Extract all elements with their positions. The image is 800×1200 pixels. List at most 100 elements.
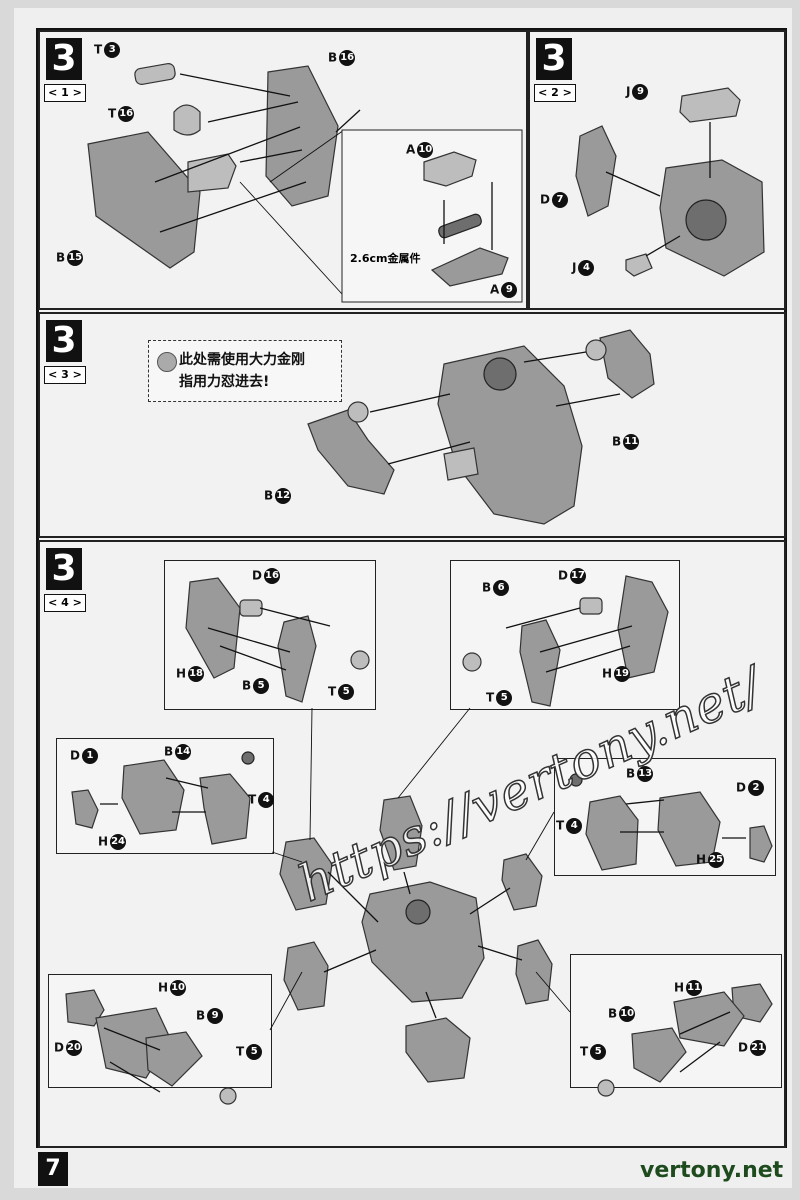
arrow [369, 393, 451, 413]
step-number: 3 [46, 320, 82, 362]
part-t5-ball [350, 650, 370, 670]
metal-pin [438, 213, 482, 239]
step-sub-number: < 2 > [534, 84, 576, 102]
arrow [477, 945, 523, 961]
part-b12 [307, 409, 395, 495]
arrow [425, 991, 437, 1019]
part-t4b-ball [569, 773, 583, 787]
part-main-torso [437, 345, 583, 525]
metal-part-note: 2.6cm金属件 [350, 252, 421, 265]
guide-line [271, 851, 303, 863]
part-b13 [585, 795, 639, 871]
part-center-torso [361, 881, 485, 1003]
arrow [555, 393, 621, 407]
arrow [403, 871, 411, 895]
part-b15-frame [87, 131, 201, 269]
tip-line-2: 指用力怼进去! [179, 374, 270, 390]
guide-line [397, 707, 471, 799]
step-3-3-diagram [307, 329, 655, 525]
step-badge: 3 < 3 > [44, 320, 88, 384]
tip-text: 此处需使用大力金刚 指用力怼进去! [179, 349, 305, 393]
tip-line-1: 此处需使用大力金刚 [179, 352, 305, 368]
part-d17 [579, 597, 603, 615]
part-h11 [673, 991, 745, 1047]
arrow [469, 887, 511, 915]
arrow [605, 171, 661, 197]
arrow [545, 645, 631, 673]
part-b10 [631, 1027, 687, 1083]
arrow [109, 1061, 161, 1093]
part-center-joint [187, 153, 237, 193]
part-b9 [145, 1031, 203, 1087]
part-t3-peg [134, 62, 176, 86]
part-torso-socket [483, 357, 517, 391]
arrow [679, 1011, 731, 1035]
detail-box-bottom-right [570, 954, 782, 1088]
part-d1 [71, 789, 99, 829]
part-t5b-ball [462, 652, 482, 672]
part-b16-frame [265, 65, 339, 207]
part-t4-ball [241, 751, 255, 765]
step-sub-number: < 1 > [44, 84, 86, 102]
arrow [387, 441, 471, 465]
part-d7 [575, 125, 617, 217]
arrow [207, 101, 299, 123]
part-a10 [423, 151, 477, 187]
arrow [179, 73, 291, 97]
step-badge: 3 < 2 > [534, 38, 578, 102]
step-number: 3 [46, 38, 82, 80]
arrow [207, 627, 291, 653]
step-number: 3 [536, 38, 572, 80]
part-t16-collar [173, 104, 201, 136]
hand-press-icon [157, 352, 177, 372]
guide-line [309, 707, 313, 841]
guide-line [269, 971, 303, 1031]
arrow [219, 645, 287, 671]
part-top-shoulder [379, 795, 423, 871]
part-b11-ball [585, 339, 607, 361]
part-h19 [617, 575, 669, 679]
part-j9 [679, 87, 741, 123]
arrow [165, 777, 209, 789]
arrow [327, 871, 379, 923]
arrow [523, 351, 587, 363]
step-3-4-panel: 3 < 4 > [38, 540, 786, 1148]
part-center-socket [405, 899, 431, 925]
step-3-2-diagram [575, 87, 765, 277]
arrow [625, 799, 665, 805]
guide-line [239, 181, 343, 295]
guide-line [525, 811, 555, 861]
part-h18 [185, 577, 241, 679]
part-b12-ball [347, 401, 369, 423]
part-t5d-ball [597, 1079, 615, 1097]
part-socket [685, 199, 727, 241]
part-left-shoulder [279, 837, 333, 911]
step-badge: 3 < 4 > [44, 548, 88, 612]
part-left-hip [283, 941, 329, 1011]
footer-brand: vertony.net [640, 1158, 784, 1183]
part-d16 [239, 599, 263, 617]
part-b14 [199, 773, 251, 845]
arrow [679, 1041, 721, 1073]
